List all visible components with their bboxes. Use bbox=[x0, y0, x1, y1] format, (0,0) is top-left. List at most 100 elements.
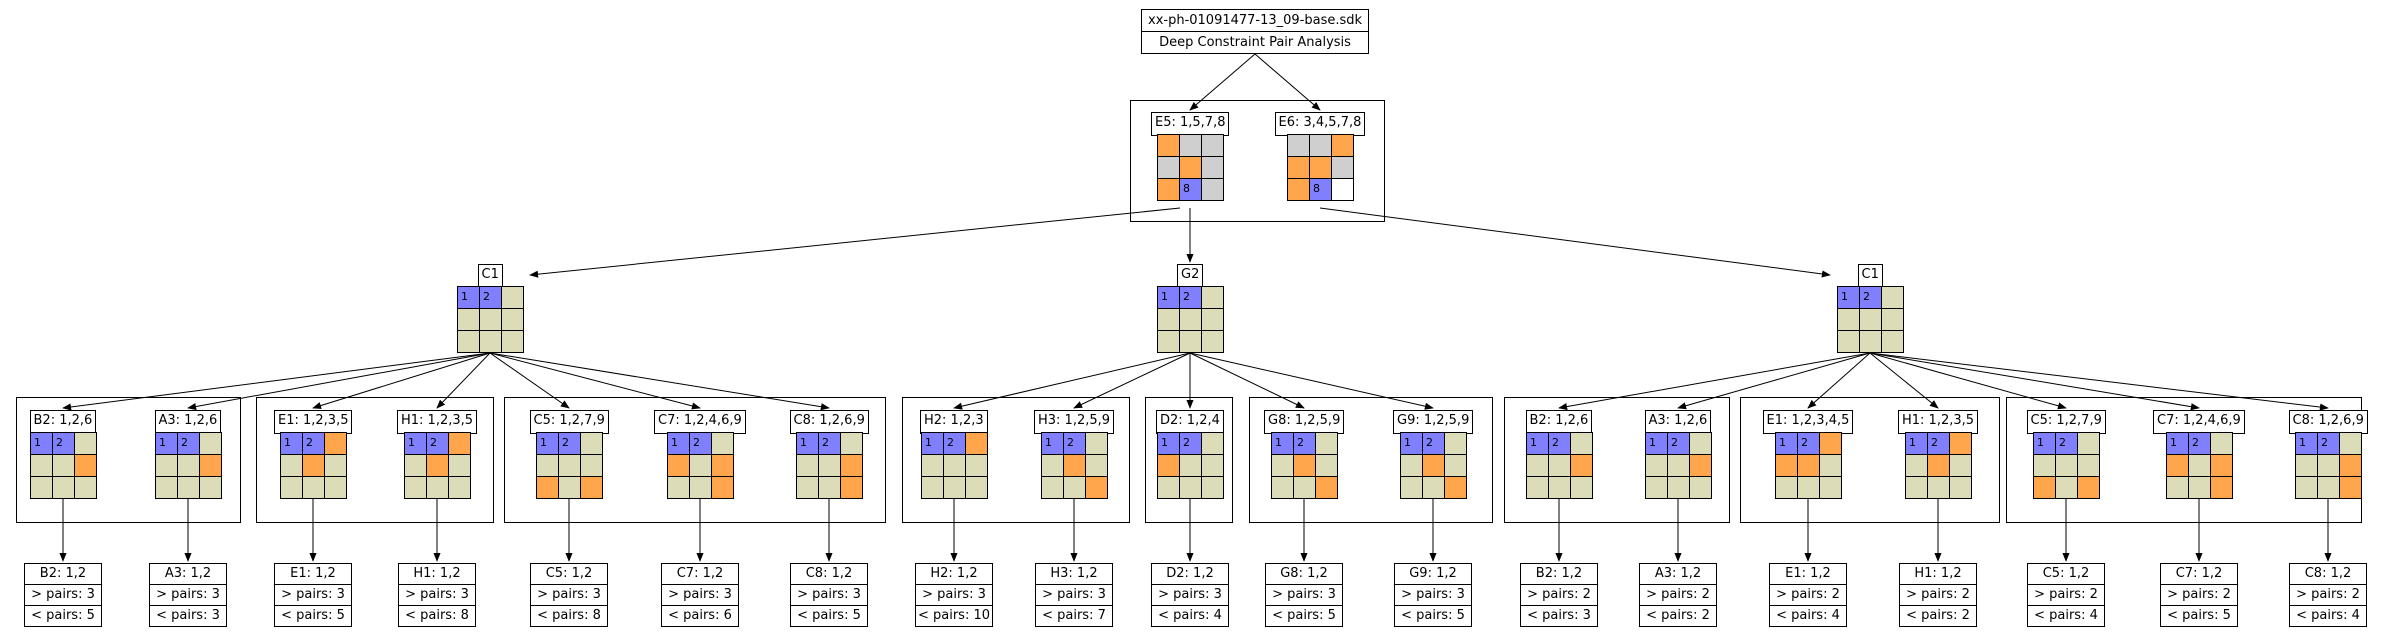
result-inner-pairs: < pairs: 5 bbox=[2161, 605, 2237, 626]
candidate-8-2-cell bbox=[2339, 476, 2362, 499]
result-inner-pairs: < pairs: 5 bbox=[1395, 605, 1471, 626]
candidate-5-1-cell bbox=[1422, 454, 1445, 477]
connector-edge bbox=[529, 207, 1181, 278]
candidate-7-1-cell: 1 bbox=[1905, 432, 1928, 455]
candidate-2-2-cell bbox=[796, 476, 819, 499]
candidate-5-1-cell bbox=[1400, 476, 1423, 499]
candidate-8-1-label: C7: 1,2,4,6,9 bbox=[2153, 410, 2245, 434]
candidate-8-1-cell: 2 bbox=[2188, 432, 2211, 455]
candidate-5-0-cell bbox=[1315, 476, 1338, 499]
result-inner-pairs: < pairs: 3 bbox=[1521, 605, 1597, 626]
candidate-0-0-cell bbox=[74, 454, 97, 477]
pair-cell-0-cell bbox=[1179, 156, 1202, 179]
candidate-3-1-cell bbox=[1041, 476, 1064, 499]
candidate-6-1-cell: 2 bbox=[1667, 432, 1690, 455]
candidate-2-0-cell bbox=[558, 454, 581, 477]
candidate-3-0-cell bbox=[943, 476, 966, 499]
candidate-5-1-label: G9: 1,2,5,9 bbox=[1393, 410, 1474, 434]
mid-cell-2-cell bbox=[1859, 308, 1882, 331]
candidate-4-0-cell: 2 bbox=[1179, 432, 1202, 455]
candidate-2-0-cell bbox=[536, 476, 559, 499]
result-pair: H1: 1,2 bbox=[413, 566, 461, 581]
pair-cell-0-cell bbox=[1179, 134, 1202, 157]
connector-edge bbox=[1869, 352, 2200, 411]
connector-edge bbox=[187, 352, 491, 411]
mid-cell-2-cell bbox=[1881, 330, 1904, 353]
result-node-5-0: G8: 1,2> pairs: 3< pairs: 5 bbox=[1265, 563, 1343, 627]
candidate-0-1-label: A3: 1,2,6 bbox=[154, 410, 222, 434]
mid-cell-1-cell bbox=[1157, 330, 1180, 353]
candidate-4-0-cell bbox=[1201, 454, 1224, 477]
candidate-3-1-cell bbox=[1063, 454, 1086, 477]
candidate-6-0-cell bbox=[1526, 454, 1549, 477]
mid-cell-1-cell bbox=[1179, 330, 1202, 353]
result-inner-pairs: < pairs: 3 bbox=[150, 605, 226, 626]
candidate-3-1-cell bbox=[1041, 454, 1064, 477]
candidate-1-0-cell: 2 bbox=[302, 432, 325, 455]
candidate-2-0-label: C5: 1,2,7,9 bbox=[529, 410, 609, 434]
mid-cell-1-cell bbox=[1201, 330, 1224, 353]
mid-cell-1-cell bbox=[1201, 286, 1224, 309]
connector-edge bbox=[1677, 352, 1871, 410]
candidate-7-1-cell: 2 bbox=[1927, 432, 1950, 455]
mid-cell-2-cell bbox=[1881, 286, 1904, 309]
candidate-1-1-cell bbox=[448, 454, 471, 477]
candidate-3-0-label: H2: 1,2,3 bbox=[920, 410, 988, 434]
candidate-3-1-cell bbox=[1085, 432, 1108, 455]
candidate-5-0-cell: 1 bbox=[1271, 432, 1294, 455]
result-pair: B2: 1,2 bbox=[39, 566, 87, 581]
pair-cell-1-cell bbox=[1331, 134, 1354, 157]
candidate-3-0-cell: 1 bbox=[921, 432, 944, 455]
pair-cell-0-grid: 8 bbox=[1157, 134, 1224, 201]
mid-cell-2-cell bbox=[1881, 308, 1904, 331]
result-inner-pairs: < pairs: 5 bbox=[1266, 605, 1342, 626]
candidate-1-1-cell: 1 bbox=[404, 432, 427, 455]
result-inner-pairs: < pairs: 4 bbox=[2028, 605, 2104, 626]
connector-edge bbox=[1189, 352, 1305, 409]
candidate-4-0-cell: 1 bbox=[1157, 432, 1180, 455]
candidate-2-1-cell bbox=[711, 476, 734, 499]
candidate-8-1-cell bbox=[2166, 476, 2189, 499]
result-outer-pairs: > pairs: 3 bbox=[1152, 584, 1228, 605]
result-node-6-1: A3: 1,2> pairs: 2< pairs: 2 bbox=[1639, 563, 1717, 627]
candidate-5-1-cell: 2 bbox=[1422, 432, 1445, 455]
candidate-3-0-cell bbox=[921, 476, 944, 499]
candidate-1-0-cell bbox=[280, 454, 303, 477]
result-pair: C5: 1,2 bbox=[545, 566, 593, 581]
result-pair: C5: 1,2 bbox=[2042, 566, 2090, 581]
root-subtitle: Deep Constraint Pair Analysis bbox=[1142, 31, 1369, 53]
result-outer-pairs: > pairs: 2 bbox=[1521, 584, 1597, 605]
mid-cell-2-cell: 1 bbox=[1837, 286, 1860, 309]
mid-cell-0-cell: 2 bbox=[479, 286, 502, 309]
candidate-0-0-cell bbox=[52, 454, 75, 477]
pair-cell-0-cell: 8 bbox=[1179, 178, 1202, 201]
mid-cell-0-cell bbox=[479, 308, 502, 331]
connector-edge bbox=[489, 352, 701, 410]
candidate-0-1-cell bbox=[199, 476, 222, 499]
candidate-1-0-cell bbox=[324, 476, 347, 499]
candidate-2-2-cell bbox=[840, 432, 863, 455]
candidate-0-0-label: B2: 1,2,6 bbox=[29, 410, 97, 434]
candidate-3-1-cell: 1 bbox=[1041, 432, 1064, 455]
result-inner-pairs: < pairs: 5 bbox=[275, 605, 351, 626]
candidate-7-0-cell bbox=[1797, 476, 1820, 499]
result-pair: C8: 1,2 bbox=[805, 566, 853, 581]
result-outer-pairs: > pairs: 2 bbox=[2290, 584, 2366, 605]
candidate-6-1-cell bbox=[1667, 476, 1690, 499]
pair-cell-1-cell bbox=[1331, 156, 1354, 179]
candidate-2-2-cell bbox=[818, 454, 841, 477]
candidate-5-1-cell bbox=[1444, 432, 1467, 455]
candidate-3-1-cell bbox=[1063, 476, 1086, 499]
result-node-0-1: A3: 1,2> pairs: 3< pairs: 3 bbox=[149, 563, 227, 627]
mid-cell-2-cell bbox=[1837, 308, 1860, 331]
result-outer-pairs: > pairs: 3 bbox=[1266, 584, 1342, 605]
connector-edge bbox=[489, 352, 830, 411]
